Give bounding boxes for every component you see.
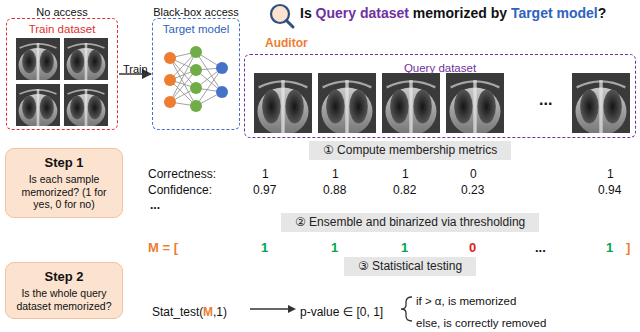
binary-value: 1	[261, 241, 268, 256]
metric-value: 1	[402, 168, 409, 182]
metric-value: 1	[262, 168, 269, 182]
train-dataset-box: No accessTrain dataset	[6, 18, 118, 130]
xray-image	[572, 73, 630, 135]
box-title: Target model	[153, 22, 239, 36]
step-box: Step 1 Is each sample memorized? (1 for y…	[5, 148, 123, 218]
binary-value: 1	[331, 241, 338, 256]
stage-title: ① Compute membership metrics	[323, 143, 497, 158]
title-part: ?	[598, 5, 607, 21]
xray-image	[254, 73, 312, 135]
xray-image	[382, 73, 440, 135]
neural-network-icon	[164, 52, 176, 64]
edge-label: Train	[123, 63, 148, 76]
stage-title: ② Ensemble and binarized via thresholdin…	[295, 215, 525, 230]
decision-rule: if > α, is memorized	[416, 295, 516, 308]
xray-image	[16, 38, 60, 82]
neural-network-icon	[164, 46, 228, 112]
xray-image	[16, 84, 60, 128]
title-part: Query dataset	[316, 5, 409, 21]
title-part: Target model	[511, 5, 598, 21]
xray-image	[16, 38, 630, 135]
xray-image	[318, 73, 376, 135]
neural-network-icon	[190, 46, 202, 58]
access-heading: Black-box access	[153, 5, 239, 19]
stage-band: ② Ensemble and binarized via thresholdin…	[281, 213, 539, 232]
binary-value: 1	[606, 241, 613, 256]
stage-band: ① Compute membership metrics	[309, 141, 511, 160]
function-call: Stat_test(	[152, 306, 203, 320]
access-heading: No access	[7, 5, 117, 19]
neural-network-icon	[164, 96, 176, 108]
title-part: Is	[300, 5, 316, 21]
ellipsis: ...	[535, 241, 546, 256]
vector-bracket: ]	[626, 241, 630, 256]
result-arrow	[250, 308, 289, 310]
row-label: Correctness:	[148, 168, 216, 182]
magnifier-icon	[271, 5, 293, 27]
xray-image	[64, 84, 108, 128]
neural-network-icon	[216, 62, 228, 74]
metric-value: 0.97	[253, 184, 276, 198]
xray-image	[446, 73, 504, 135]
ellipsis: ...	[539, 91, 552, 109]
p-value-range: p-value ∈ [0, 1]	[300, 306, 383, 320]
metric-value: 0.88	[323, 184, 346, 198]
target-model-box: Black-box accessTarget model	[152, 18, 240, 130]
metric-value: 1	[332, 168, 339, 182]
xray-image	[64, 38, 108, 82]
metric-value: 0.82	[393, 184, 416, 198]
neural-network-icon	[190, 100, 202, 112]
neural-network-icon	[170, 52, 222, 106]
step-question: Is the whole query dataset memorized?	[12, 287, 116, 312]
neural-network-icon	[190, 64, 202, 76]
title-part: memorized by	[409, 5, 511, 21]
neural-network-icon	[216, 86, 228, 98]
metric-value: 0.23	[461, 184, 484, 198]
decision-brace	[401, 297, 412, 321]
step-box: Step 2 Is the whole query dataset memoriz…	[5, 262, 123, 319]
ellipsis: ...	[150, 199, 160, 213]
row-label: Confidence:	[148, 184, 212, 198]
binary-value: 1	[401, 241, 408, 256]
function-call: ,1)	[213, 306, 227, 320]
metric-value: 0.94	[598, 184, 621, 198]
box-title: Train dataset	[7, 22, 117, 36]
step-question: Is each sample memorized? (1 for yes, 0 …	[12, 173, 116, 211]
box-title: Query dataset	[245, 61, 635, 75]
metric-value: 0	[470, 168, 477, 182]
function-argument: M	[203, 306, 213, 320]
role-label: Auditor	[265, 37, 308, 51]
figure-title: Is Query dataset memorized by Target mod…	[300, 5, 606, 21]
neural-network-icon	[164, 74, 176, 86]
binary-value: 0	[469, 241, 476, 256]
metric-value: 1	[607, 168, 614, 182]
step-heading: Step 2	[12, 269, 116, 285]
query-dataset-box: Query dataset	[244, 54, 636, 138]
result-arrow	[250, 305, 296, 313]
stage-band: ③ Statistical testing	[344, 257, 476, 276]
neural-network-icon	[190, 82, 202, 94]
magnifier-icon	[287, 21, 294, 28]
result-arrow	[288, 305, 296, 313]
stage-title: ③ Statistical testing	[358, 259, 462, 274]
decision-rule: else, is correctly removed	[416, 317, 546, 330]
vector-bracket: M = [	[148, 241, 178, 256]
step-heading: Step 1	[12, 155, 116, 171]
